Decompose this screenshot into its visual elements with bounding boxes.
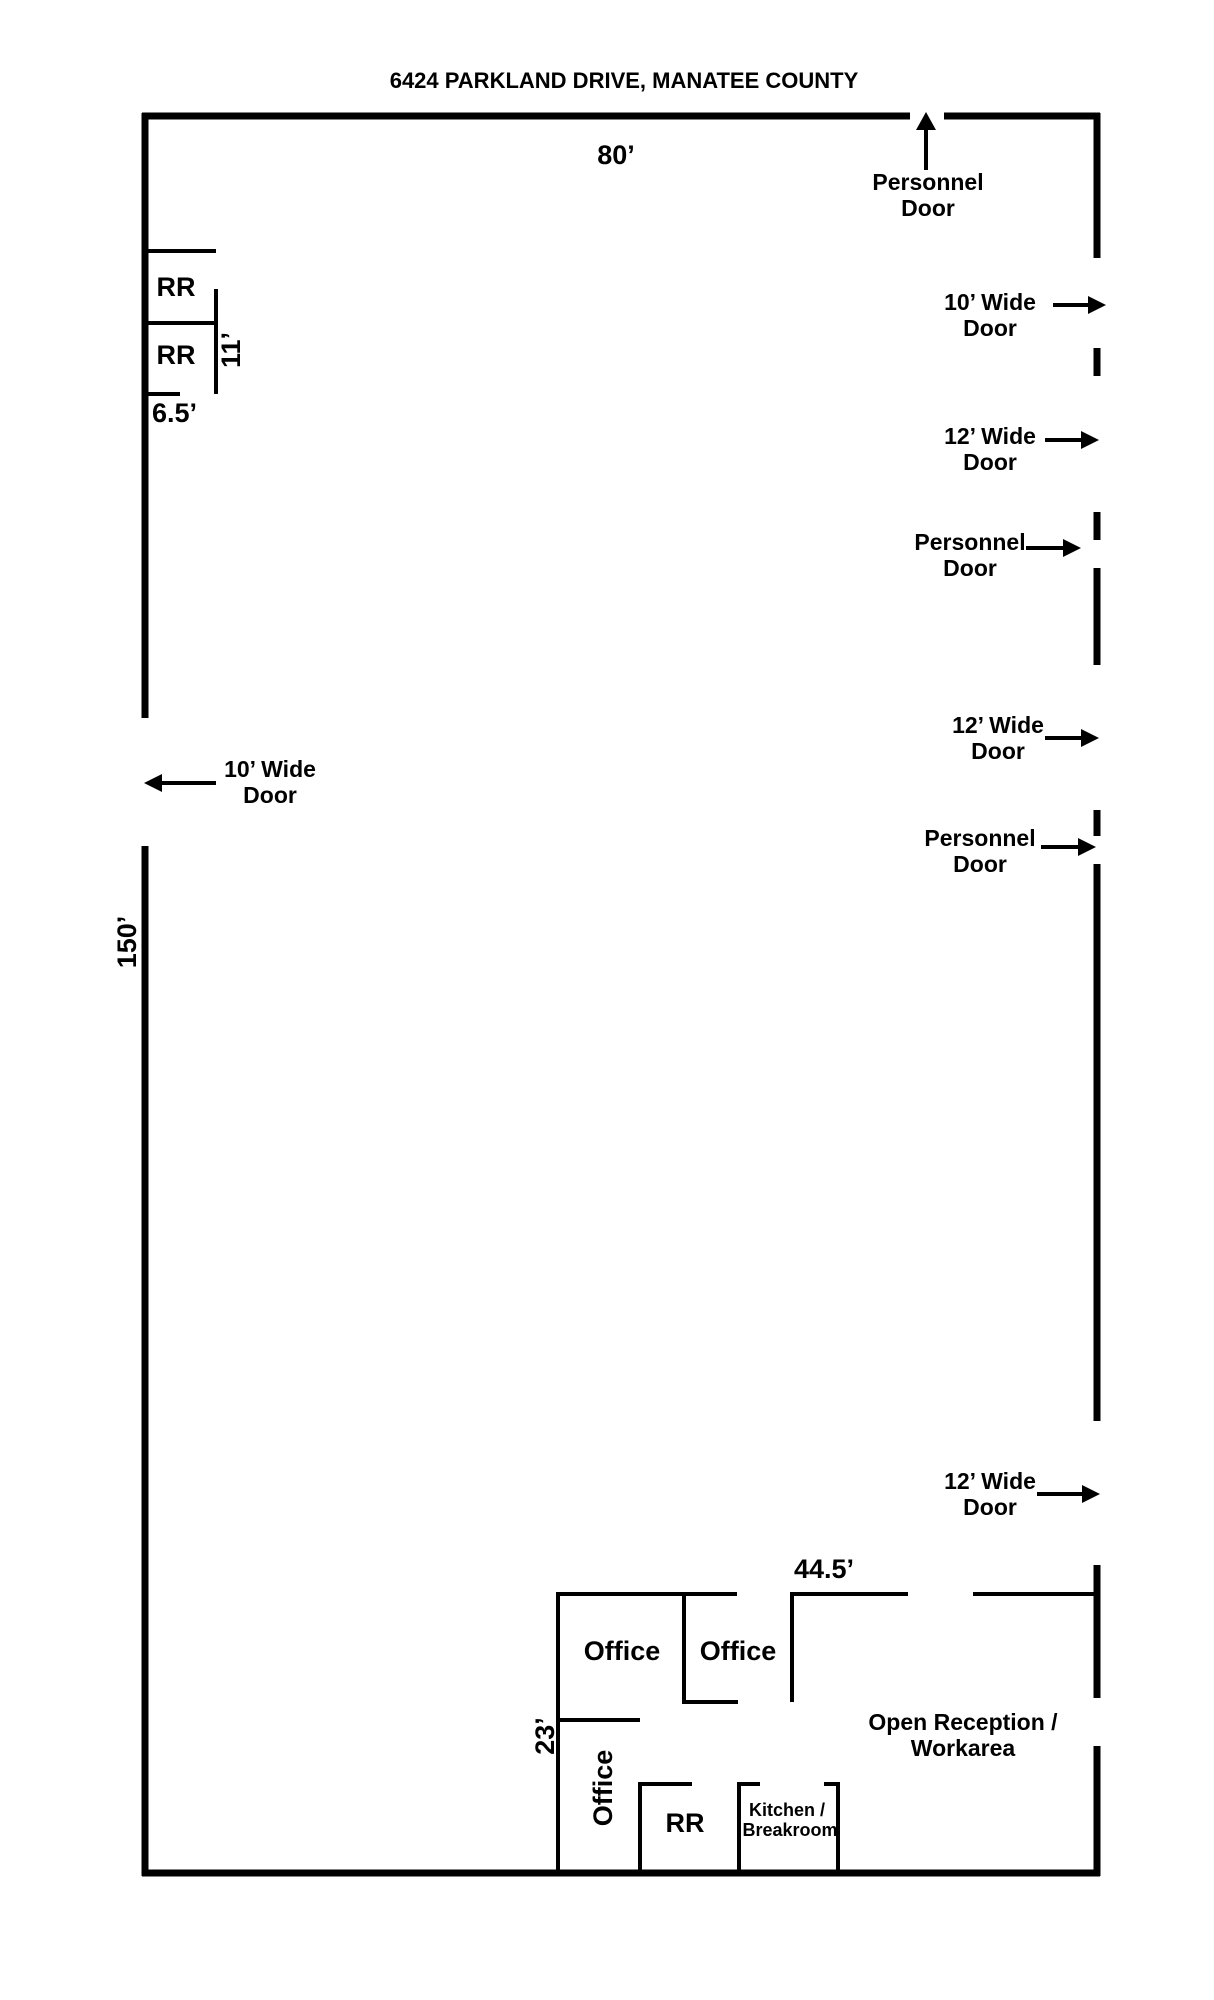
arrow-head (1078, 838, 1096, 856)
door-right-10ft: 10’ Wide Door (944, 289, 1106, 341)
door-label-line-1: 12’ Wide (944, 1468, 1036, 1494)
personnel-door-top: Personnel Door (872, 112, 984, 221)
door-label-line-1: Personnel (872, 169, 983, 195)
door-right-12ft-a: 12’ Wide Door (944, 423, 1099, 475)
door-label-line-1: Personnel (924, 825, 1035, 851)
office-width-label: 44.5’ (794, 1554, 854, 1584)
arrow-head (1081, 729, 1099, 747)
arrow-head (916, 112, 936, 130)
personnel-door-right-b: Personnel Door (924, 825, 1096, 877)
door-label-line-1: 10’ Wide (224, 756, 316, 782)
door-label-line-2: Door (243, 782, 297, 808)
length-dimension: 150’ (112, 916, 142, 969)
width-dimension: 80’ (597, 140, 635, 170)
door-label-line-2: Door (901, 195, 955, 221)
door-right-12ft-c: 12’ Wide Door (944, 1468, 1100, 1520)
arrow-head (1081, 431, 1099, 449)
door-label-line-2: Door (963, 1494, 1017, 1520)
rr-bottom-label: RR (666, 1808, 705, 1838)
door-label-line-1: 12’ Wide (952, 712, 1044, 738)
door-left-10ft: 10’ Wide Door (144, 756, 316, 808)
door-label-line-2: Door (971, 738, 1025, 764)
arrow-head (1088, 296, 1106, 314)
reception-label-line-1: Open Reception / (868, 1709, 1058, 1735)
personnel-door-right-a: Personnel Door (914, 529, 1081, 581)
arrow-head (1082, 1485, 1100, 1503)
office-depth-label: 23’ (530, 1717, 560, 1755)
door-label-line-2: Door (963, 315, 1017, 341)
kitchen-label-line-1: Kitchen / (749, 1800, 825, 1820)
kitchen-label-line-2: Breakroom (742, 1820, 837, 1840)
office-2-label: Office (700, 1636, 777, 1666)
arrow-head (144, 774, 162, 792)
outer-walls (141, 112, 1101, 1877)
office-1-label: Office (584, 1636, 661, 1666)
door-right-12ft-b: 12’ Wide Door (952, 712, 1099, 764)
arrow-head (1063, 539, 1081, 557)
door-label-line-2: Door (953, 851, 1007, 877)
door-label-line-1: Personnel (914, 529, 1025, 555)
upper-restrooms: RR RR 6.5’ 11’ (145, 249, 246, 428)
rr-lower-label: RR (157, 340, 196, 370)
reception-label-line-2: Workarea (911, 1735, 1016, 1761)
door-label-line-2: Door (943, 555, 997, 581)
plan-title: 6424 PARKLAND DRIVE, MANATEE COUNTY (390, 68, 859, 93)
office-3-label: Office (588, 1750, 618, 1827)
door-label-line-1: 12’ Wide (944, 423, 1036, 449)
rr-depth-label: 11’ (216, 332, 246, 368)
rr-upper-label: RR (157, 272, 196, 302)
rr-width-label: 6.5’ (152, 398, 197, 428)
door-label-line-1: 10’ Wide (944, 289, 1036, 315)
office-suite: 44.5’ 23’ Office Office Office RR Kitche… (530, 1554, 1097, 1873)
door-label-line-2: Door (963, 449, 1017, 475)
